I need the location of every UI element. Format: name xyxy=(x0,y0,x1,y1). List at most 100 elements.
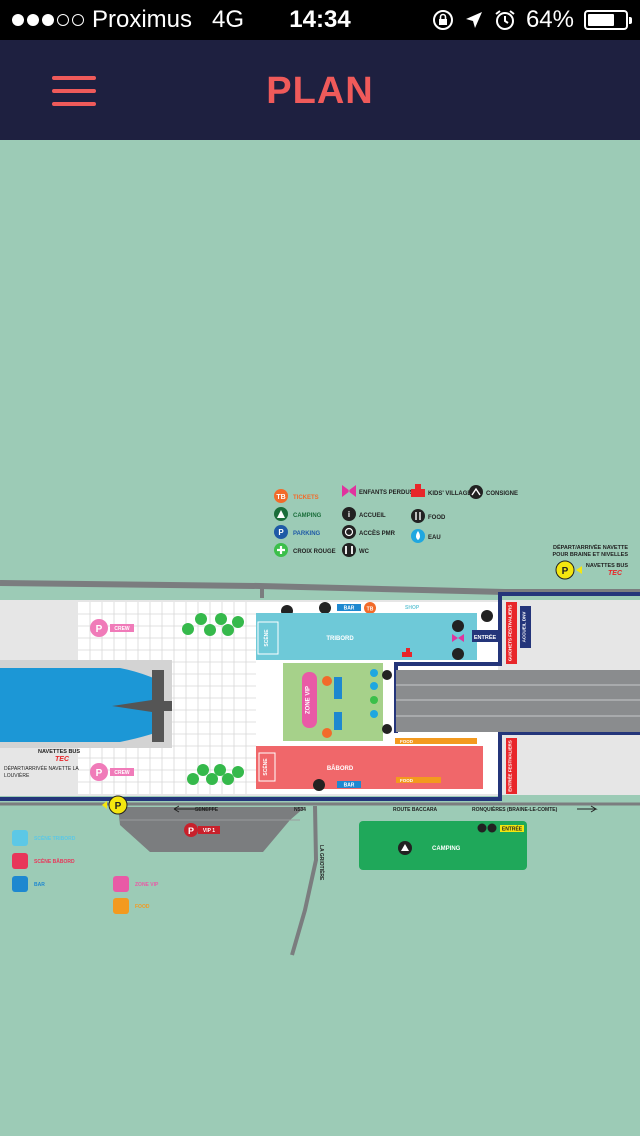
svg-text:BAR: BAR xyxy=(344,783,355,789)
legend-swatch-tribord xyxy=(12,830,28,846)
svg-text:P: P xyxy=(96,768,103,779)
status-bar: Proximus 4G 14:34 64% xyxy=(0,0,640,40)
legend-acces-pmr: ACCÈS PMR xyxy=(359,529,396,537)
camping-entrance[interactable] xyxy=(500,825,524,832)
location-arrow-icon xyxy=(465,12,482,28)
highway xyxy=(396,670,640,732)
babord-label: BÂBORD xyxy=(327,765,354,772)
scene-tribord[interactable] xyxy=(256,613,477,660)
lake xyxy=(0,668,158,742)
alarm-icon xyxy=(495,10,515,30)
hamburger-menu-button[interactable] xyxy=(52,76,96,106)
info-icon xyxy=(342,507,356,521)
trees-top xyxy=(182,613,244,636)
tickets-top-icon xyxy=(364,602,376,614)
crew-parking-top-icon xyxy=(90,619,108,637)
trees-bottom xyxy=(187,764,244,785)
food-area-2 xyxy=(396,777,441,783)
svg-text:SCÈNE: SCÈNE xyxy=(261,758,269,776)
legend-wc: WC xyxy=(359,549,370,555)
food-icon xyxy=(411,509,425,523)
network-type: 4G xyxy=(212,6,245,33)
hamburger-icon xyxy=(52,76,96,80)
accueil-dnv xyxy=(520,606,531,648)
cloakroom-icon xyxy=(469,485,483,499)
tickets-icon-text: TB xyxy=(276,494,285,501)
status-bar-left: Proximus 4G xyxy=(12,6,244,34)
page-title: PLAN xyxy=(266,70,374,112)
legend-accueil: ACCUEIL xyxy=(359,513,386,519)
cloakroom-icon xyxy=(481,610,493,622)
accessibility-icon xyxy=(452,648,464,660)
road-n534-label: N534 xyxy=(294,807,306,813)
svg-text:NAVETTES BUS: NAVETTES BUS xyxy=(38,749,80,755)
shuttle-la-louviere: NAVETTES BUS TEC DÉPART/ARRIVÉE NAVETTE … xyxy=(4,749,80,779)
svg-text:ACCUEIL DNV: ACCUEIL DNV xyxy=(522,612,527,643)
zone-color-legend: SCÈNE TRIBORD SCÈNE BÂBORD BAR ZONE VIP … xyxy=(12,830,159,914)
parking-icon-text: P xyxy=(278,528,284,537)
bar-bottom xyxy=(337,781,361,788)
svg-text:ENTRÉE FESTIVALIERS: ENTRÉE FESTIVALIERS xyxy=(506,740,513,791)
zone-vip[interactable] xyxy=(283,663,383,741)
legend-swatch-bar xyxy=(12,876,28,892)
food-area-1 xyxy=(395,738,477,744)
vip1-parking-icon xyxy=(184,823,198,837)
battery-percentage: 64% xyxy=(525,6,574,33)
legend-consigne: CONSIGNE xyxy=(486,491,518,497)
accessibility-icon xyxy=(313,779,325,791)
legend-parking: PARKING xyxy=(293,531,321,537)
legend-swatch-babord xyxy=(12,853,28,869)
svg-text:P: P xyxy=(96,624,103,635)
entree-festivaliers[interactable] xyxy=(506,738,517,794)
legend-croix-rouge: CROIX ROUGE xyxy=(293,549,336,555)
legend-swatch-vip xyxy=(113,876,129,892)
svg-text:LA GRIOTIÈRE: LA GRIOTIÈRE xyxy=(318,845,326,881)
legend-swatch-food xyxy=(113,898,129,914)
scene-label-tribord: SCÈNE xyxy=(262,629,270,647)
crew-label-top: CREW xyxy=(114,626,130,632)
accessibility-icon xyxy=(342,525,356,539)
scene-babord[interactable] xyxy=(256,746,483,789)
signal-strength-icon xyxy=(12,14,84,26)
tec-logo: TEC xyxy=(608,570,623,577)
status-bar-right: 64% xyxy=(432,6,632,34)
zone-vip-label: ZONE VIP xyxy=(306,686,312,714)
legend-tickets: TICKETS xyxy=(293,495,319,501)
legend-food-zone: FOOD xyxy=(135,904,150,910)
legend-kids-village: KIDS' VILLAGE xyxy=(428,491,471,497)
wc-icon xyxy=(342,543,356,557)
camping-label: CAMPING xyxy=(432,846,461,852)
tribord-label: TRIBORD xyxy=(326,636,354,642)
crew-label-bottom: CREW xyxy=(114,770,130,776)
svg-text:FOOD: FOOD xyxy=(400,778,414,783)
entrance-top[interactable] xyxy=(472,630,498,642)
info-icon-text: i xyxy=(348,510,350,519)
battery-icon xyxy=(584,10,632,30)
svg-text:LOUVIÈRE: LOUVIÈRE xyxy=(4,772,30,779)
guichets-festivaliers xyxy=(506,602,517,664)
svg-text:GUICHETS FESTIVALIERS: GUICHETS FESTIVALIERS xyxy=(508,605,513,661)
svg-text:ENTRÉE: ENTRÉE xyxy=(474,633,497,641)
road-baccara: ROUTE BACCARA xyxy=(393,807,438,813)
parking-icon xyxy=(274,525,288,539)
svg-text:P: P xyxy=(188,826,194,836)
lost-children-icon xyxy=(342,485,356,497)
svg-text:FOOD: FOOD xyxy=(400,739,414,744)
svg-text:POUR BRAINE ET NIVELLES: POUR BRAINE ET NIVELLES xyxy=(553,552,629,558)
clock: 14:34 xyxy=(289,6,351,33)
road-la-griotiere xyxy=(290,805,319,956)
legend-camping: CAMPING xyxy=(293,513,322,519)
festival-map[interactable]: TB TICKETS CAMPING P PARKING CROIX ROUGE… xyxy=(0,140,640,1136)
map-icon-legend: TB TICKETS CAMPING P PARKING CROIX ROUGE… xyxy=(274,484,518,557)
svg-text:P: P xyxy=(115,801,122,812)
svg-text:P: P xyxy=(562,566,569,577)
vip1-label: VIP 1 xyxy=(203,828,215,834)
camping-area[interactable] xyxy=(359,821,527,870)
legend-food: FOOD xyxy=(428,515,446,521)
crew-parking-bottom-icon xyxy=(90,763,108,781)
tickets-icon xyxy=(274,489,288,503)
legend-enfants-perdus: ENFANTS PERDUS xyxy=(359,490,414,496)
legend-scene-tribord: SCÈNE TRIBORD xyxy=(34,834,76,842)
road-ronquieres: RONQUIÈRES (BRAINE-LE-COMTE) xyxy=(472,805,558,813)
legend-scene-babord: SCÈNE BÂBORD xyxy=(34,857,75,865)
